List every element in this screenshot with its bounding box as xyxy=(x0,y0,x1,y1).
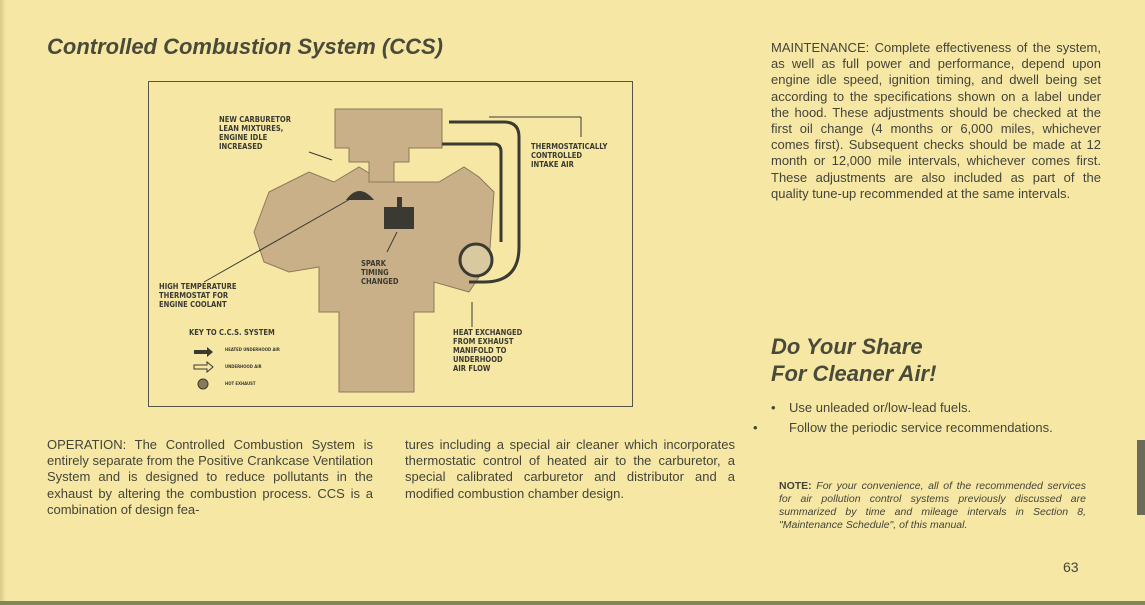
carburetor-label: NEW CARBURETOR LEAN MIXTURES, ENGINE IDL… xyxy=(219,115,291,151)
bullet-item: •Use unleaded or/low-lead fuels. xyxy=(771,400,972,415)
distributor xyxy=(384,207,414,229)
share-heading-line: For Cleaner Air! xyxy=(771,361,937,386)
thermostat-label: HIGH TEMPERATURE THERMOSTAT FOR ENGINE C… xyxy=(159,282,237,309)
page-edge xyxy=(0,0,6,605)
exhaust-manifold xyxy=(458,242,494,278)
spark-label: SPARK TIMING CHANGED xyxy=(361,259,399,286)
carburetor xyxy=(334,108,443,183)
maintenance-heading: MAINTENANCE: xyxy=(771,40,870,55)
operation-paragraph: OPERATION: The Controlled Combustion Sys… xyxy=(47,437,373,518)
note-text: For your convenience, all of the recomme… xyxy=(779,480,1086,531)
bullet-text: Use unleaded or/low-lead fuels. xyxy=(789,400,972,415)
bullet-text: Follow the periodic service recommendati… xyxy=(789,420,1053,435)
ccs-diagram: NEW CARBURETOR LEAN MIXTURES, ENGINE IDL… xyxy=(148,81,633,407)
heat-exchange-label: HEAT EXCHANGED FROM EXHAUST MANIFOLD TO … xyxy=(453,328,523,373)
key-item: UNDERHOOD AIR xyxy=(225,365,262,370)
share-heading-line: Do Your Share xyxy=(771,334,923,359)
operation-text-col2: tures including a special air cleaner wh… xyxy=(405,437,735,501)
maintenance-text: Complete effectiveness of the system, as… xyxy=(771,40,1101,201)
note-label: NOTE: xyxy=(779,480,812,492)
maintenance-paragraph: MAINTENANCE: Complete effectiveness of t… xyxy=(771,40,1101,202)
key-item: HOT EXHAUST xyxy=(225,382,256,387)
key-item: HEATED UNDERHOOD AIR xyxy=(225,348,280,353)
bullet-item: •Follow the periodic service recommendat… xyxy=(753,420,1053,435)
intake-air-label: THERMOSTATICALLY CONTROLLED INTAKE AIR xyxy=(531,142,608,169)
page-number: 63 xyxy=(1063,559,1079,575)
key-title: KEY TO C.C.S. SYSTEM xyxy=(189,328,275,337)
note-paragraph: NOTE: For your convenience, all of the r… xyxy=(779,480,1086,532)
share-heading: Do Your Share For Cleaner Air! xyxy=(771,333,936,387)
page-bottom-edge xyxy=(0,601,1145,605)
operation-text-col1: The Controlled Combustion System is enti… xyxy=(47,437,373,517)
operation-heading: OPERATION: xyxy=(47,437,127,452)
section-tab xyxy=(1137,440,1145,515)
page-title: Controlled Combustion System (CCS) xyxy=(47,34,444,59)
intake-duct xyxy=(449,120,521,284)
engine-illustration xyxy=(193,108,582,393)
